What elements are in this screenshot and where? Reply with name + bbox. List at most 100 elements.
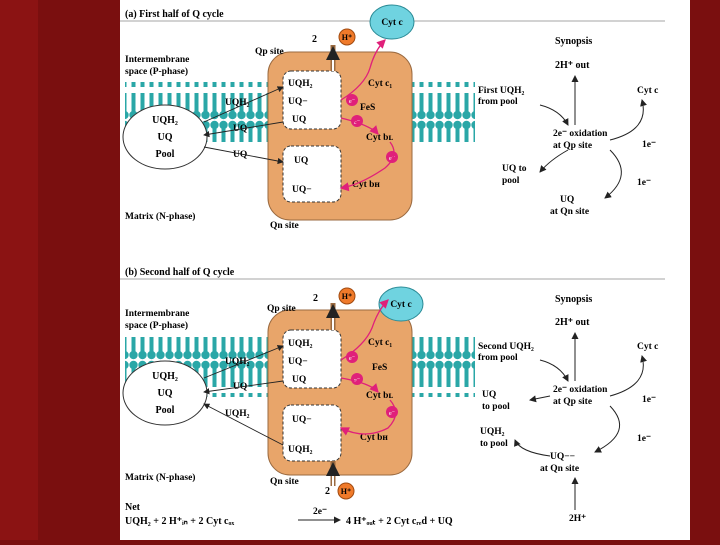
bottom-e-path-2: [340, 377, 379, 393]
bottom-syn-cytc: Cyt c: [637, 342, 658, 352]
top-electron-1-label: e⁻: [349, 98, 356, 105]
bottom-syn-second-2: from pool: [478, 353, 518, 363]
bottom-qn-uqh2: UQH₂: [288, 445, 313, 455]
bottom-syn-second-1: Second UQH₂: [478, 342, 534, 352]
top-e-path-3: [339, 141, 395, 192]
q-cycle-diagram: (a) First half of Q cycle UQH₂ UQ Pool U…: [120, 4, 665, 527]
top-cyt-c-label: Cyt c: [381, 18, 402, 28]
top-h-label: H⁺: [342, 33, 352, 42]
bottom-e-path-3: [339, 399, 397, 436]
bottom-fes: FeS: [372, 363, 387, 373]
bottom-cyt-bh: Cyt bʜ: [360, 433, 388, 443]
top-syn-qn: at Qn site: [550, 207, 589, 217]
bottom-qp-uqh2: UQH₂: [288, 339, 313, 349]
top-syn-arrow-cytc: [609, 99, 647, 141]
bottom-syn-arrow-uqh2: [514, 439, 551, 457]
bottom-qp-box: [282, 329, 342, 389]
bottom-syn-uqh2-1: UQH₂: [480, 427, 505, 437]
bottom-syn-arrow-cytc: [609, 355, 647, 397]
bottom-syn-ox-2: at Qp site: [553, 397, 592, 407]
top-syn-hout: 2H⁺ out: [555, 60, 590, 71]
bottom-qn-uqminus: UQ−: [292, 415, 312, 425]
top-cyt-c1: Cyt c₁: [368, 79, 392, 89]
bottom-qp-site: Qp site: [267, 304, 296, 314]
bottom-cyt-c: [378, 286, 424, 322]
top-intermembrane-1: Intermembrane: [125, 55, 189, 65]
top-cyt-bl: Cyt bʟ: [366, 133, 393, 143]
net-products: 4 H⁺ₒᵤₜ + 2 Cyt cᵣₑd + UQ: [346, 516, 453, 527]
top-h-ion: [338, 28, 356, 46]
bottom-qp-uqminus: UQ−: [288, 357, 308, 367]
top-syn-cytc: Cyt c: [637, 86, 658, 96]
bottom-pool-label: Pool: [156, 405, 175, 416]
top-pool-label: Pool: [156, 149, 175, 160]
bottom-cyt-c1: Cyt c₁: [368, 338, 392, 348]
top-arrow-uqh2-in: [203, 86, 284, 123]
bottom-syn-arrow-uq: [529, 395, 551, 403]
top-arrow-uq-qn: [203, 146, 284, 165]
bottom-cyt-bl: Cyt bʟ: [366, 391, 393, 401]
bottom-syn-arrow-in: [539, 359, 569, 382]
bottom-syn-ox-1: 2e⁻ oxidation: [553, 385, 608, 395]
bottom-pool-uq: UQ: [158, 388, 173, 399]
net-equation: Net UQH₂ + 2 H⁺ᵢₙ + 2 Cyt cₒₓ 2e⁻ 4 H⁺ₒᵤ…: [125, 502, 453, 527]
bottom-syn-1e-a: 1e⁻: [642, 395, 656, 405]
top-e-path-2: [340, 117, 379, 135]
top-syn-ox-1: 2e⁻ oxidation: [553, 129, 608, 139]
net-reactants: UQH₂ + 2 H⁺ᵢₙ + 2 Cyt cₒₓ: [125, 516, 234, 527]
top-electron-1: [346, 94, 358, 106]
bottom-left-uqh2-b: UQH₂: [225, 409, 250, 419]
bottom-left-uqh2-a: UQH₂: [225, 357, 250, 367]
top-cyt-c: [369, 4, 415, 40]
top-syn-ox-2: at Qp site: [553, 141, 592, 151]
bottom-h-ion-bottom: [337, 482, 355, 500]
bottom-arrow-uqh2-out: [203, 403, 284, 446]
top-pool-uq: UQ: [158, 132, 173, 143]
bottom-arrow-uqh2-in: [203, 345, 284, 379]
bottom-h-label-top: H⁺: [342, 292, 352, 301]
bottom-e-path-1: [340, 299, 389, 361]
bottom-panel: (b) Second half of Q cycle UQH₂ UQ Pool …: [120, 267, 665, 524]
top-qn-box: [282, 145, 342, 203]
top-syn-arrow-qn: [604, 149, 622, 199]
top-qn-uqminus: UQ−: [292, 185, 312, 195]
bottom-electron-2-label: e⁻: [354, 377, 361, 384]
top-electron-3: [386, 151, 398, 163]
top-syn-arrow-in: [539, 104, 569, 126]
top-arrow-uq-out: [203, 121, 284, 138]
bottom-syn-1e-b: 1e⁻: [637, 434, 651, 444]
net-arrow-label: 2e⁻: [313, 507, 327, 517]
figure-panel: (a) First half of Q cycle UQH₂ UQ Pool U…: [120, 0, 690, 540]
top-matrix: Matrix (N-phase): [125, 211, 195, 222]
top-left-uq2: UQ: [233, 150, 247, 160]
bottom-cyt-c-label: Cyt c: [390, 300, 411, 310]
bottom-matrix: Matrix (N-phase): [125, 472, 195, 483]
bottom-syn-hout: 2H⁺ out: [555, 317, 590, 328]
top-intermembrane-2: space (P-phase): [125, 66, 188, 77]
top-title: (a) First half of Q cycle: [125, 9, 224, 20]
top-syn-uq: UQ: [560, 195, 574, 205]
bottom-h-label-bottom: H⁺: [341, 487, 351, 496]
top-qp-site: Qp site: [255, 47, 284, 57]
bottom-intermembrane-1: Intermembrane: [125, 309, 189, 319]
top-h-count: 2: [312, 34, 317, 45]
bottom-syn-uq-1: UQ: [482, 390, 496, 400]
top-syn-first-1: First UQH₂: [478, 86, 525, 96]
top-pool-uqh2: UQH₂: [152, 115, 178, 126]
bottom-syn-title: Synopsis: [555, 294, 592, 305]
bottom-arrow-uq-out: [203, 380, 284, 395]
bottom-pool-uqh2: UQH₂: [152, 371, 178, 382]
bottom-syn-arrow-qn: [594, 405, 620, 453]
bottom-qn-site: Qn site: [270, 477, 299, 487]
top-e-path-1: [340, 39, 386, 101]
bottom-h-ion-top: [338, 287, 356, 305]
bottom-syn-uqh2-2: to pool: [480, 439, 508, 449]
bottom-electron-3-label: e⁻: [389, 410, 396, 417]
bottom-syn-hin: 2H⁺: [569, 514, 586, 524]
net-label: Net: [125, 502, 141, 513]
top-syn-title: Synopsis: [555, 36, 592, 47]
bottom-syn-uq-2: to pool: [482, 402, 510, 412]
top-syn-arrow-pool: [539, 149, 569, 173]
top-left-uqh2: UQH₂: [225, 98, 250, 108]
top-syn-1e-a: 1e⁻: [642, 140, 656, 150]
